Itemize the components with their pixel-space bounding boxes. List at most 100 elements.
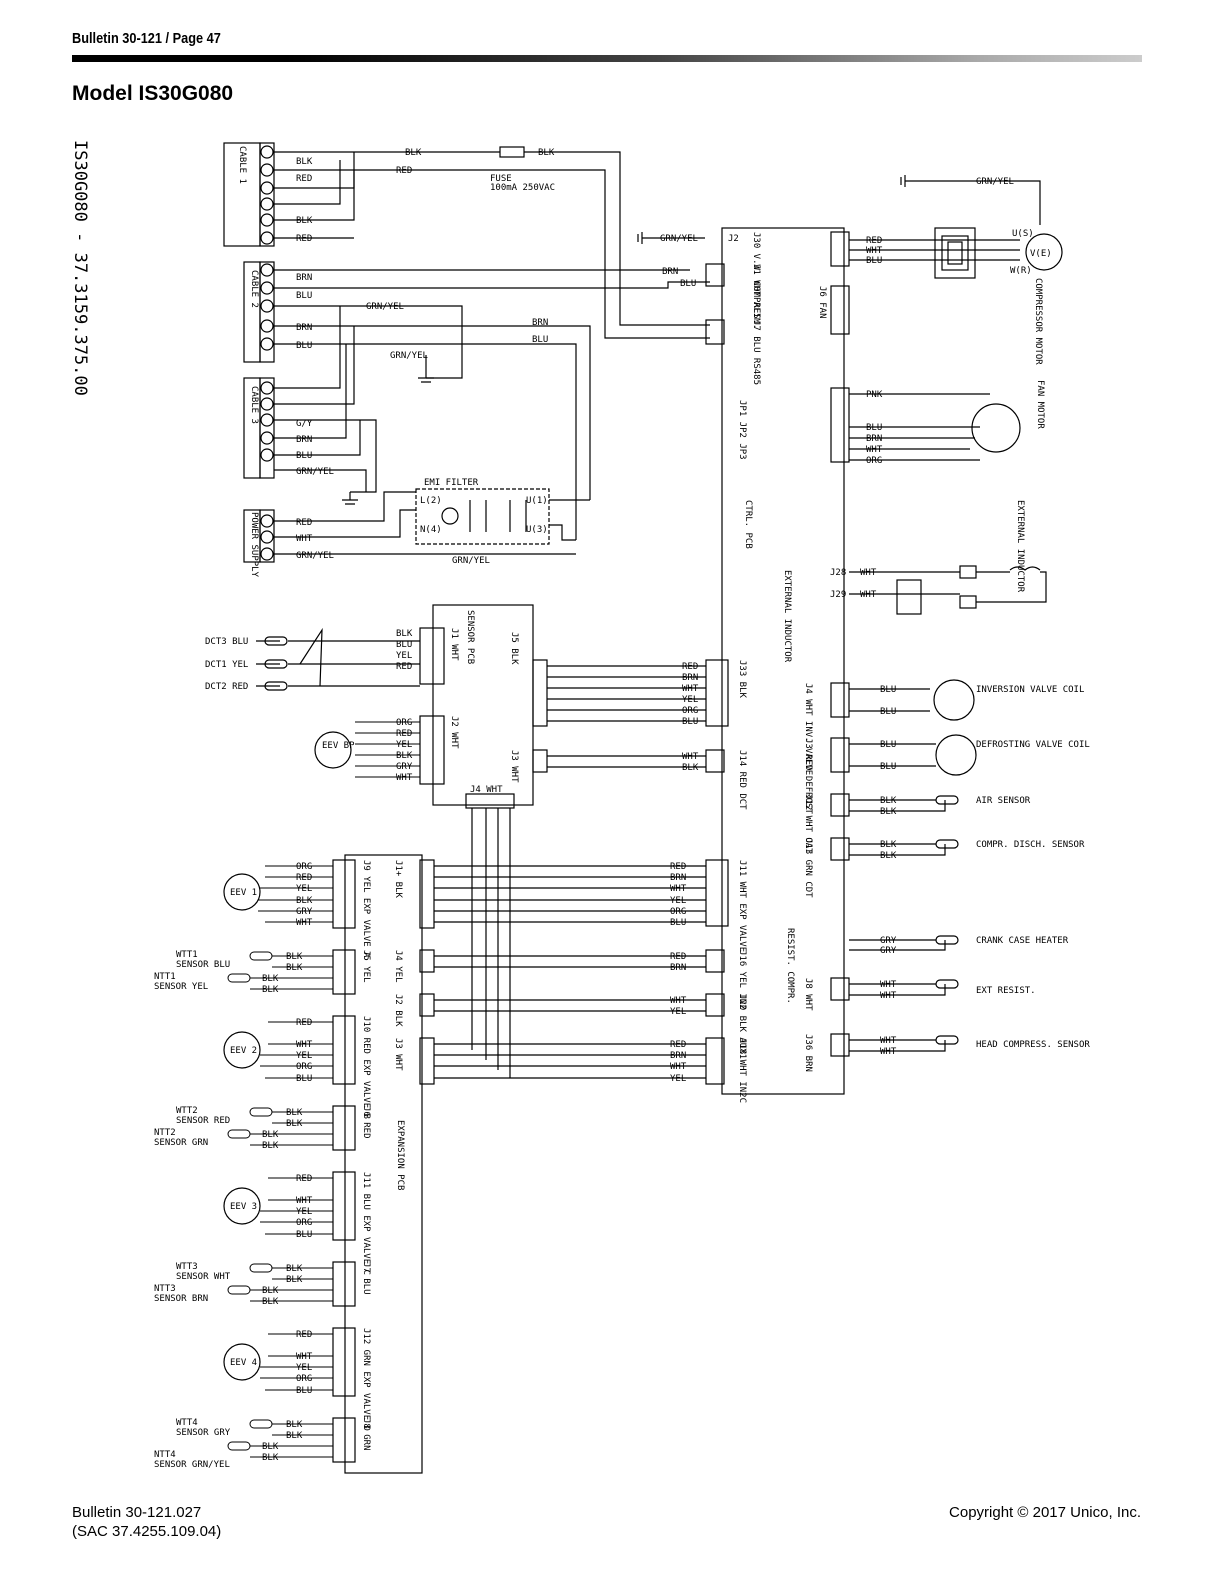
jumper-label: JP1 JP2 JP3 bbox=[737, 400, 747, 460]
wire-label: BRN bbox=[662, 267, 678, 277]
wire-label: BLK bbox=[286, 1108, 303, 1118]
connector-label: J28 bbox=[830, 568, 846, 578]
connector-label: J5 YEL bbox=[361, 950, 371, 983]
wire-label: ORG bbox=[866, 456, 882, 466]
wire-label: BLK bbox=[286, 1264, 303, 1274]
wire-label: RED bbox=[296, 518, 312, 528]
wtt2-label: WTT2 bbox=[176, 1106, 198, 1116]
wire-label: ORG bbox=[682, 706, 698, 716]
connector-label: J3 WHT bbox=[509, 750, 519, 783]
wire-label: G/Y bbox=[296, 419, 313, 429]
wire-label: BLU bbox=[296, 451, 312, 461]
wire-label: GRN/YEL bbox=[296, 467, 334, 477]
inversion-valve-label: INVERSION VALVE COIL bbox=[976, 685, 1084, 695]
wire-label: BLK bbox=[405, 148, 422, 158]
connector-label: J12 WHT OAT bbox=[803, 794, 813, 854]
wire-label: GRY bbox=[880, 936, 897, 946]
compr-disch-sensor-label: COMPR. DISCH. SENSOR bbox=[976, 840, 1085, 850]
connector-label: J12 GRN EXP VALVE D bbox=[361, 1328, 371, 1431]
connector-label: J6 FAN bbox=[817, 286, 827, 319]
wire-label: WHT bbox=[682, 752, 699, 762]
emi-filter bbox=[415, 488, 590, 545]
terminal-block-3 bbox=[243, 377, 275, 479]
connector-label: J4 WHT INV. VALVE bbox=[803, 683, 813, 775]
connector-label: J14 RED DCT bbox=[737, 750, 747, 810]
wire-label: GRN/YEL bbox=[296, 551, 334, 561]
wtt1-sensor: SENSOR BLU bbox=[176, 960, 230, 970]
connector-label: J4 YEL bbox=[393, 950, 403, 983]
wire-label: BRN bbox=[296, 323, 312, 333]
connector-label: J2 WHT bbox=[449, 716, 459, 749]
wire-label: BLK bbox=[682, 763, 699, 773]
wire-label: ORG bbox=[670, 907, 686, 917]
connector-label: J1 WHT ALIM. bbox=[751, 264, 761, 329]
compressor-motor-label: COMPRESSOR MOTOR bbox=[1033, 278, 1043, 365]
wire-label: YEL bbox=[682, 695, 698, 705]
terminal-block-2 bbox=[243, 261, 275, 363]
wire-label: BRN bbox=[670, 1051, 686, 1061]
wtt3-sensor: SENSOR WHT bbox=[176, 1272, 231, 1282]
terminal-label: POWER SUPPLY bbox=[249, 512, 259, 578]
copyright: Copyright © 2017 Unico, Inc. bbox=[949, 1504, 1141, 1521]
wire-label: BLK bbox=[296, 896, 313, 906]
expansion-pcb bbox=[344, 854, 423, 1474]
wire-label: BLK bbox=[262, 1286, 279, 1296]
wtt4-sensor: SENSOR GRY bbox=[176, 1428, 231, 1438]
wire-label: WHT bbox=[296, 534, 313, 544]
connector-label: J3 RED DEFROST bbox=[803, 738, 813, 814]
wire-label: ORG bbox=[296, 1062, 312, 1072]
connector-label: J33 BLK bbox=[737, 660, 747, 699]
wire-label: BLK bbox=[262, 1442, 279, 1452]
connector-label: J2 BLK bbox=[393, 994, 403, 1027]
eev-label: EEV 3 bbox=[230, 1202, 257, 1212]
wire-label: BLK bbox=[880, 840, 897, 850]
wire-label: WHT bbox=[860, 568, 877, 578]
wire-label: GRN/YEL bbox=[366, 302, 404, 312]
ntt1-sensor: SENSOR YEL bbox=[154, 982, 208, 992]
wtt3-label: WTT3 bbox=[176, 1262, 198, 1272]
emi-u3: U(3) bbox=[526, 525, 548, 535]
wire-label: BLU bbox=[532, 335, 548, 345]
motor-terminal: V(E) bbox=[1030, 249, 1052, 259]
wire-label: BLK bbox=[262, 1130, 279, 1140]
connector-label: RESIST. COMPR. bbox=[785, 928, 795, 1004]
wire-label: BLK bbox=[880, 807, 897, 817]
wire-label: YEL bbox=[296, 1051, 312, 1061]
air-sensor-label: AIR SENSOR bbox=[976, 796, 1031, 806]
eev-label: EEV 4 bbox=[230, 1358, 257, 1368]
connector-label: J8 WHT bbox=[803, 978, 813, 1011]
wire-label: WHT bbox=[670, 996, 687, 1006]
wire-label: BLU bbox=[296, 1230, 312, 1240]
wire-label: WHT bbox=[670, 1062, 687, 1072]
bulletin-page-header: Bulletin 30-121 / Page 47 bbox=[72, 30, 221, 47]
eev-label: EEV 1 bbox=[230, 888, 257, 898]
wire-label: YEL bbox=[396, 651, 412, 661]
ntt4-sensor: SENSOR GRN/YEL bbox=[154, 1460, 230, 1470]
connector-label: J8 GRN bbox=[361, 1418, 371, 1451]
wire-label: BLU bbox=[396, 640, 412, 650]
connector-label: J3 WHT bbox=[393, 1038, 403, 1071]
ext-resist-label: EXT RESIST. bbox=[976, 986, 1036, 996]
wire-label: WHT bbox=[880, 980, 897, 990]
wire-label: BLU bbox=[880, 762, 896, 772]
wire-label: RED bbox=[396, 662, 412, 672]
wire-label: WHT bbox=[296, 1196, 313, 1206]
fuse-label: FUSE bbox=[490, 174, 512, 184]
motor-terminal: W(R) bbox=[1010, 266, 1032, 276]
eev-bp-label: EEV BP bbox=[322, 741, 355, 751]
expansion-pcb-label: EXPANSION PCB bbox=[395, 1120, 405, 1190]
connector-label: J18 WHT IN2C bbox=[737, 1038, 747, 1103]
wire-label: GRY bbox=[296, 907, 313, 917]
emi-u1: U(1) bbox=[526, 496, 548, 506]
emi-filter-title: EMI FILTER bbox=[424, 478, 479, 488]
wire-label: BLK bbox=[262, 974, 279, 984]
wire-label: RED bbox=[296, 234, 312, 244]
wire-label: WHT bbox=[866, 246, 883, 256]
wire-label: BLK bbox=[262, 985, 279, 995]
wire-label: BRN bbox=[670, 873, 686, 883]
external-inductor-label: EXTERNAL INDUCTOR bbox=[1015, 500, 1025, 593]
motor-terminal: U(S) bbox=[1012, 229, 1034, 239]
wire-label: YEL bbox=[296, 1207, 312, 1217]
connector-label: J5 BLK bbox=[509, 632, 519, 665]
ntt1-label: NTT1 bbox=[154, 972, 176, 982]
